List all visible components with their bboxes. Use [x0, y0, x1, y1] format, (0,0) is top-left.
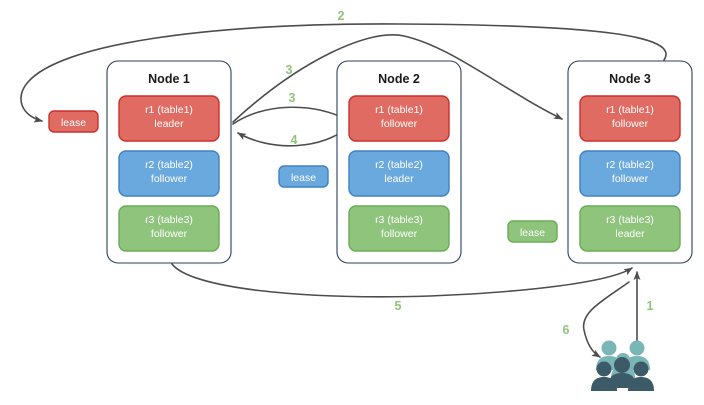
node-3[interactable]: Node 3 r1 (table1) follower r2 (table2) …	[567, 60, 693, 264]
replica-range-label: r3 (table3)	[375, 214, 423, 226]
node-3-title: Node 3	[609, 72, 651, 86]
replica-role-label: follower	[151, 173, 188, 185]
replica-box	[579, 205, 681, 252]
step-label-2: 2	[338, 9, 345, 23]
replica-n3-r3[interactable]: r3 (table3) leader	[579, 205, 681, 252]
replica-range-label: r1 (table1)	[145, 104, 193, 116]
edge-step-5	[171, 263, 633, 298]
replica-box	[348, 95, 450, 142]
replica-role-label: follower	[381, 118, 418, 130]
replica-n1-r3[interactable]: r3 (table3) follower	[118, 205, 220, 252]
replica-role-label: follower	[612, 118, 649, 130]
replica-box	[118, 95, 220, 142]
replica-box	[579, 95, 681, 142]
lease-badge-r1[interactable]: lease	[48, 110, 99, 133]
node-2-title: Node 2	[378, 72, 420, 86]
lease-badge-label: lease	[520, 227, 545, 239]
step-label-4: 4	[291, 133, 298, 147]
replica-n2-r3[interactable]: r3 (table3) follower	[348, 205, 450, 252]
step-label-3b: 3	[289, 91, 296, 105]
replica-box	[348, 150, 450, 197]
replica-n3-r2[interactable]: r2 (table2) follower	[579, 150, 681, 197]
replica-n3-r1[interactable]: r1 (table1) follower	[579, 95, 681, 142]
node-1[interactable]: Node 1 r1 (table1) leader r2 (table2) fo…	[106, 60, 232, 264]
lease-badge-box	[48, 110, 99, 133]
step-label-6: 6	[563, 323, 570, 337]
node-2[interactable]: Node 2 r1 (table1) follower r2 (table2) …	[336, 60, 462, 264]
edge-step-3a	[232, 34, 563, 123]
replica-box	[118, 150, 220, 197]
step-label-3a: 3	[286, 63, 293, 77]
replica-range-label: r2 (table2)	[145, 159, 193, 171]
replica-range-label: r1 (table1)	[606, 104, 654, 116]
step-label-5: 5	[395, 299, 402, 313]
lease-badge-r3[interactable]: lease	[507, 220, 558, 243]
users-group-icon	[591, 340, 654, 391]
replica-role-label: follower	[381, 228, 418, 240]
replica-range-label: r2 (table2)	[606, 159, 654, 171]
replica-range-label: r1 (table1)	[375, 104, 423, 116]
replica-n1-r1[interactable]: r1 (table1) leader	[118, 95, 220, 142]
replica-range-label: r3 (table3)	[145, 214, 193, 226]
replica-n2-r1[interactable]: r1 (table1) follower	[348, 95, 450, 142]
lease-badge-r2[interactable]: lease	[278, 165, 329, 188]
lease-badge-box	[278, 165, 329, 188]
lease-badge-label: lease	[61, 117, 86, 129]
node-1-title: Node 1	[148, 72, 190, 86]
edge-step-6	[582, 281, 630, 358]
replica-box	[579, 150, 681, 197]
replica-range-label: r2 (table2)	[375, 159, 423, 171]
lease-badge-box	[507, 220, 558, 243]
replica-range-label: r3 (table3)	[606, 214, 654, 226]
edge-step-2	[20, 23, 667, 123]
replica-role-label: follower	[151, 228, 188, 240]
replica-n2-r2[interactable]: r2 (table2) leader	[348, 150, 450, 197]
replica-box	[348, 205, 450, 252]
edges-layer	[20, 23, 667, 358]
step-label-1: 1	[647, 299, 654, 313]
replica-role-label: follower	[612, 173, 649, 185]
replica-role-label: leader	[615, 228, 645, 240]
replica-role-label: leader	[154, 118, 184, 130]
replica-role-label: leader	[384, 173, 414, 185]
edge-step-3b	[232, 106, 349, 125]
replica-box	[118, 205, 220, 252]
replica-n1-r2[interactable]: r2 (table2) follower	[118, 150, 220, 197]
lease-badge-label: lease	[291, 172, 316, 184]
